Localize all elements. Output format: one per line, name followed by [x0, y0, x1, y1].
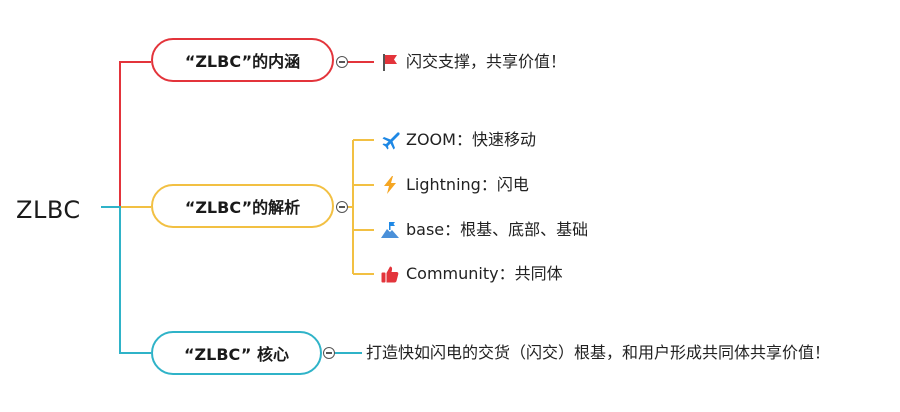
- connector-root-red: [101, 61, 151, 208]
- airplane-icon: [380, 130, 400, 150]
- leaf-analysis-community-text: Community：共同体: [406, 264, 563, 283]
- leaf-core-text: 打造快如闪电的交货（闪交）根基，和用户形成共同体共享价值！: [366, 343, 831, 362]
- connector-yellow-fan: [346, 139, 374, 275]
- leaf-analysis-lightning[interactable]: Lightning：闪电: [380, 173, 529, 197]
- leaf-analysis-community[interactable]: Community：共同体: [380, 262, 563, 286]
- leaf-core-item[interactable]: 打造快如闪电的交货（闪交）根基，和用户形成共同体共享价值！: [366, 341, 830, 365]
- mountain-flag-icon: [380, 220, 400, 240]
- leaf-connotation-text: 闪交支撑，共享价值！: [406, 52, 567, 71]
- leaf-analysis-base-text: base：根基、底部、基础: [406, 220, 589, 239]
- collapse-toggle-core[interactable]: [323, 347, 335, 359]
- leaf-analysis-zoom[interactable]: ZOOM：快速移动: [380, 128, 536, 152]
- leaf-connotation-item[interactable]: 闪交支撑，共享价值！: [380, 50, 566, 74]
- leaf-analysis-lightning-text: Lightning：闪电: [406, 175, 529, 194]
- thumbs-up-icon: [380, 264, 400, 284]
- collapse-toggle-connotation[interactable]: [336, 56, 348, 68]
- branch-connotation[interactable]: “ZLBC”的内涵: [151, 38, 334, 82]
- branch-analysis-label: “ZLBC”的解析: [184, 198, 301, 217]
- leaf-analysis-zoom-text: ZOOM：快速移动: [406, 130, 536, 149]
- collapse-toggle-analysis[interactable]: [336, 201, 348, 213]
- branch-core[interactable]: “ZLBC” 核心: [151, 331, 322, 375]
- branch-connotation-label: “ZLBC”的内涵: [184, 52, 301, 71]
- branch-analysis[interactable]: “ZLBC”的解析: [151, 184, 334, 228]
- leaf-analysis-base[interactable]: base：根基、底部、基础: [380, 218, 588, 242]
- root-node[interactable]: ZLBC: [16, 196, 81, 224]
- connector-root-blue: [101, 206, 151, 354]
- branch-core-label: “ZLBC” 核心: [184, 345, 289, 364]
- lightning-icon: [380, 175, 400, 195]
- red-flag-icon: [380, 52, 400, 72]
